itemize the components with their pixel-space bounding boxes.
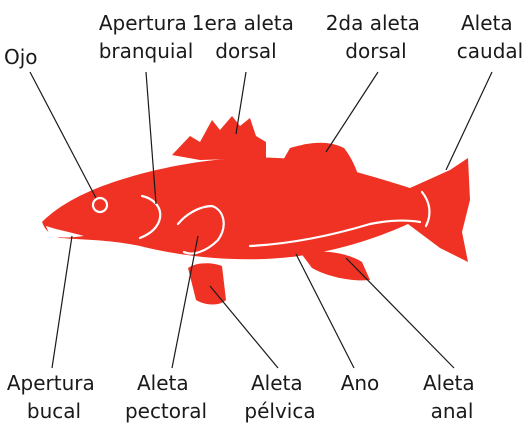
fish-illustration [42,116,470,305]
label-apertura-branquial: Apertura branquial [99,11,194,63]
label-segunda-aleta-dorsal: 2da aleta dorsal [326,11,427,63]
label-aleta-pelvica: Aleta pélvica [244,371,315,423]
label-apertura-bucal: Apertura bucal [7,371,101,423]
label-ano: Ano [341,371,380,395]
leader-aleta-pelvica [210,286,278,368]
label-aleta-anal: Aleta anal [423,371,481,423]
first-dorsal-fin [172,116,266,160]
label-aleta-caudal: Aleta caudal [457,11,523,63]
leader-aleta-anal [346,258,454,368]
label-primera-aleta-dorsal: 1era aleta dorsal [192,11,300,63]
leader-segunda-aleta-dorsal [326,72,378,152]
leader-ojo [30,72,96,198]
leader-aleta-caudal [446,72,492,170]
bottom-labels: Apertura bucal Aleta pectoral Aleta pélv… [7,371,481,423]
top-labels: Ojo Apertura branquial 1era aleta dorsal… [4,11,523,69]
leader-apertura-bucal [52,236,72,368]
leader-aleta-pectoral [172,236,198,368]
label-ojo: Ojo [4,45,38,69]
label-aleta-pectoral: Aleta pectoral [125,371,207,423]
anal-fin [300,251,370,280]
